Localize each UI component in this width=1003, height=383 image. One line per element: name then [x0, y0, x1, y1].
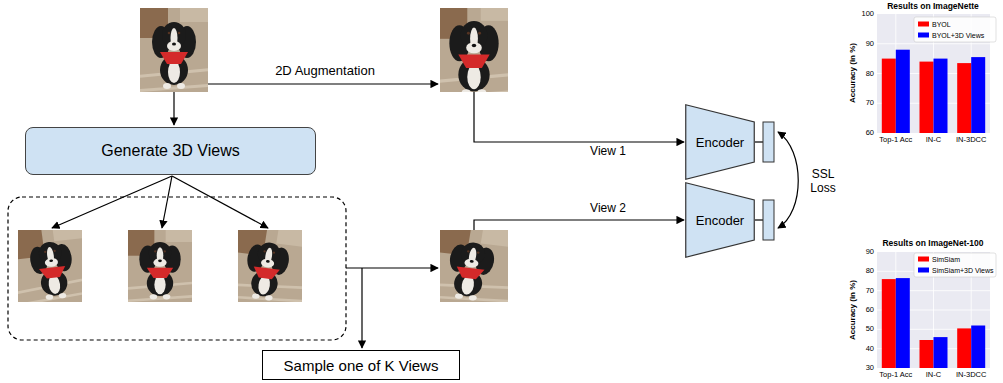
tick-label: 60 [866, 129, 874, 138]
bar [957, 328, 971, 368]
arrow-label: 2D Augmentation [275, 64, 375, 79]
tick-label: IN-C [926, 371, 941, 380]
bar [920, 340, 934, 368]
tick-label: 30 [866, 364, 874, 373]
arrow-label: View 1 [590, 145, 626, 159]
node-label: Sample one of K Views [284, 357, 439, 374]
flow-line [755, 219, 763, 220]
flow-arrow [173, 92, 174, 125]
tick-label: 60 [866, 306, 874, 315]
view-image [0, 207, 109, 324]
view-image [209, 207, 326, 325]
legend-entry: BYOL [918, 21, 951, 28]
loss-label: SSL Loss [805, 168, 841, 196]
process-box: Generate 3D Views [25, 127, 316, 175]
loss-arrow [778, 132, 798, 228]
tick-label: 90 [866, 248, 874, 257]
arrow-label: View 2 [590, 202, 626, 216]
encoder-block: Encoder [685, 104, 755, 180]
bar [971, 57, 985, 133]
sampled-image [409, 207, 533, 325]
flow-arrow [474, 220, 684, 230]
chart-title: Results on ImageNette [887, 2, 979, 12]
bar [934, 337, 948, 368]
encoder-shape [686, 183, 755, 258]
bar [882, 59, 896, 133]
bar [971, 326, 985, 369]
tick-label: 80 [866, 69, 874, 78]
flow-line [755, 141, 763, 142]
plot-area [877, 14, 990, 133]
tick-label: 90 [866, 39, 874, 48]
legend-swatch [918, 257, 929, 262]
embedding-box [763, 122, 774, 162]
tick-label: 80 [866, 267, 874, 276]
legend-swatch [918, 268, 929, 273]
node-label: Encoder [696, 213, 744, 228]
axis-title: Accuracy (in %) [848, 43, 857, 103]
legend-box [914, 17, 996, 42]
embedding-box [763, 200, 774, 240]
node-label: Encoder [696, 135, 744, 150]
flow-arrow [52, 176, 172, 228]
legend-box [914, 253, 996, 277]
chart-title: Results on ImageNet-100 [882, 239, 983, 249]
legend-entry: SimSiam [918, 256, 960, 263]
axis-title: Accuracy (in %) [848, 280, 857, 340]
tick-label: Top-1 Acc [879, 136, 912, 145]
legend-label: BYOL+3D Views [932, 32, 984, 39]
legend-swatch [918, 33, 929, 38]
bar [920, 62, 934, 133]
tick-label: IN-3DCC [956, 371, 986, 380]
tick-label: 40 [866, 344, 874, 353]
tick-label: 50 [866, 325, 874, 334]
flow-arrow [162, 176, 172, 228]
flow-arrow [208, 83, 438, 84]
bar [896, 278, 910, 368]
legend-label: SimSiam+3D Views [932, 267, 994, 274]
legend-label: BYOL [932, 21, 951, 28]
tick-label: Top-1 Acc [879, 371, 912, 380]
legend-entry: SimSiam+3D Views [918, 267, 994, 274]
encoder-block: Encoder [685, 182, 755, 258]
bar [896, 50, 910, 133]
tick-label: 100 [861, 10, 874, 19]
node-label: Generate 3D Views [101, 142, 239, 160]
bar [934, 59, 948, 133]
tick-label: IN-C [926, 136, 941, 145]
flow-arrow [172, 176, 268, 228]
tick-label: 70 [866, 99, 874, 108]
view-image [109, 213, 211, 319]
tick-label: IN-3DCC [956, 136, 986, 145]
encoder-shape [686, 105, 755, 180]
flow-arrow [361, 268, 362, 348]
legend-swatch [918, 22, 929, 27]
legend-entry: BYOL+3D Views [918, 32, 984, 39]
bar [882, 279, 896, 368]
bar [957, 63, 971, 133]
flow-arrow [346, 267, 438, 268]
legend-label: SimSiam [932, 256, 960, 263]
tick-label: 70 [866, 286, 874, 295]
process-box: Sample one of K Views [262, 350, 460, 380]
flow-arrow [474, 92, 684, 142]
